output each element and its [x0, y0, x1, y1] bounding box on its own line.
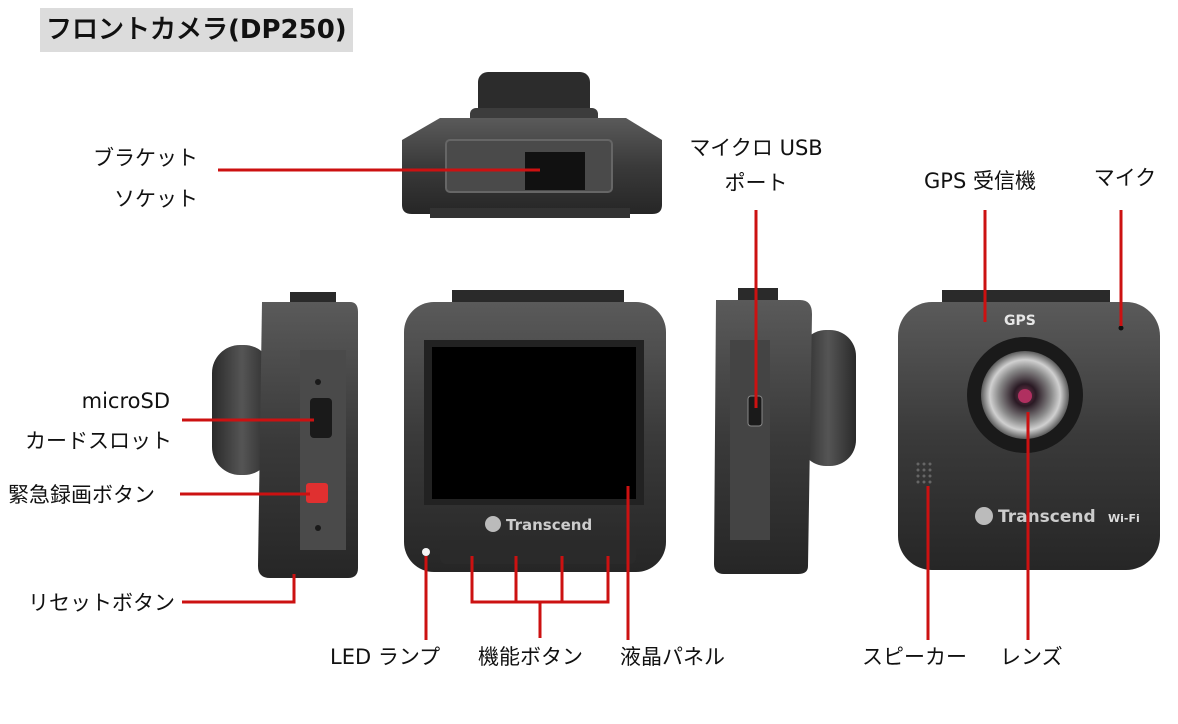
brand-logo-mark	[485, 516, 501, 532]
label-emergency-button: 緊急録画ボタン	[8, 483, 155, 507]
left-side-screw-bottom	[315, 525, 321, 531]
front-brand-logo-mark	[975, 507, 993, 525]
top-ridges	[430, 208, 630, 218]
label-gps-receiver: GPS 受信機	[924, 169, 1036, 193]
label-mic: マイク	[1093, 166, 1157, 190]
front-wifi-text: Wi-Fi	[1108, 512, 1140, 525]
label-function-buttons: 機能ボタン	[478, 645, 583, 669]
label-micro-usb-line2: ポート	[724, 171, 788, 195]
camera-back-view: Transcend	[404, 290, 666, 572]
left-side-screw-top	[315, 379, 321, 385]
leader-reset	[182, 574, 296, 604]
mic-hole	[1118, 325, 1124, 331]
label-led-lamp: LED ランプ	[330, 645, 441, 669]
label-lcd-panel: 液晶パネル	[620, 645, 725, 669]
label-microsd-line2: カードスロット	[25, 429, 172, 453]
left-side-lens-barrel	[212, 345, 272, 475]
leader-lines	[180, 168, 1123, 640]
label-microsd-line1: microSD	[81, 389, 170, 413]
front-brand-text: Transcend	[998, 507, 1096, 527]
front-gps-text: GPS	[1004, 313, 1036, 329]
back-brand-text: Transcend	[506, 516, 592, 534]
label-bracket-socket-line2: ソケット	[114, 187, 198, 211]
camera-left-view	[212, 292, 358, 578]
lens-center	[1018, 389, 1032, 403]
right-side-lens-barrel	[800, 330, 856, 466]
function-button-bar	[440, 540, 636, 564]
label-bracket-socket-line1: ブラケット	[93, 146, 198, 170]
right-side-panel	[730, 340, 770, 540]
lcd-screen	[432, 347, 636, 499]
label-reset-button: リセットボタン	[28, 591, 175, 615]
speaker-grille	[916, 462, 932, 484]
page-title: フロントカメラ(DP250)	[40, 8, 353, 52]
label-speaker: スピーカー	[862, 645, 967, 669]
emergency-record-button	[306, 483, 328, 503]
led-indicator	[422, 548, 430, 556]
camera-right-view	[714, 288, 856, 574]
camera-top-view	[402, 72, 662, 218]
label-lens: レンズ	[1000, 645, 1063, 669]
left-side-panel	[300, 350, 346, 550]
label-micro-usb-line1: マイクロ USB	[689, 136, 823, 160]
microsd-slot	[310, 398, 332, 438]
